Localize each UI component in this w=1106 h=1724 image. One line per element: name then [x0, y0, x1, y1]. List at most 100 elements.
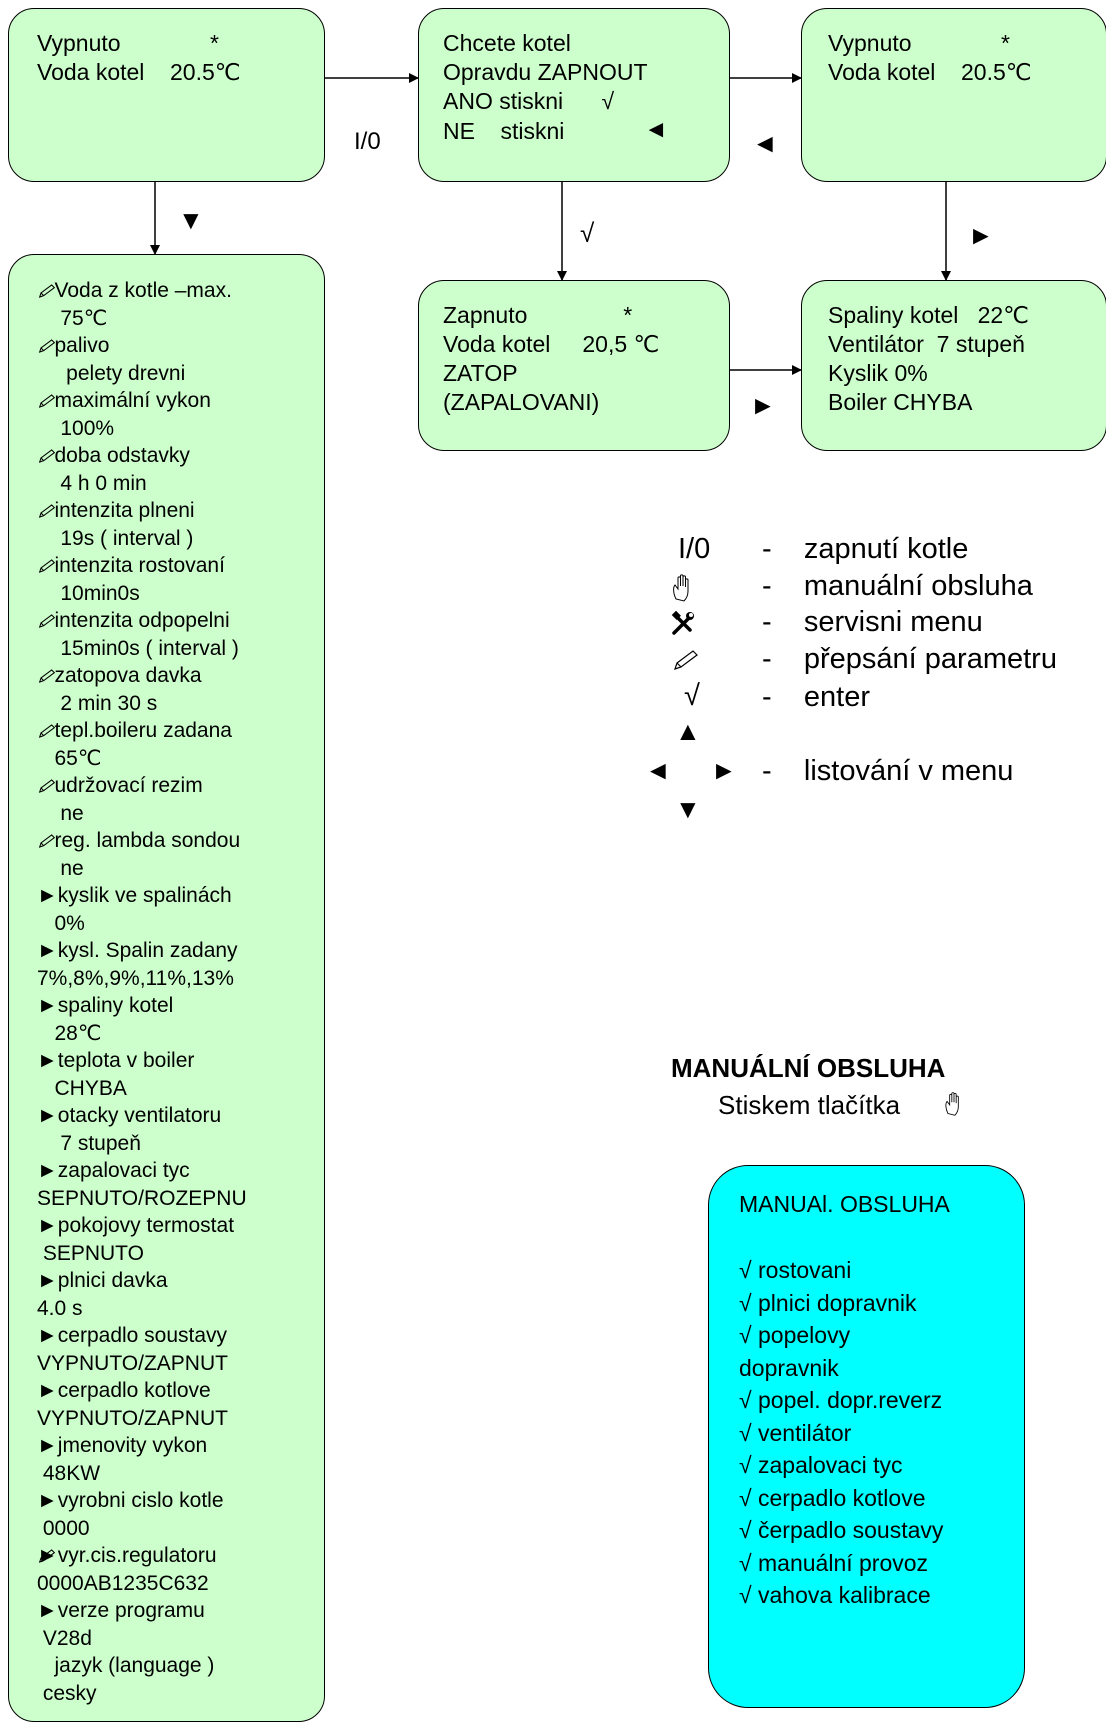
menu-item-label: intenzita rostovaní — [37, 554, 225, 577]
menu-item: intenzita rostovaní — [37, 552, 247, 580]
box-line: Ventilátor 7 stupeň — [828, 331, 1025, 357]
box-line: Chcete kotel — [443, 30, 571, 56]
menu-item: ►otacky ventilatoru — [37, 1102, 247, 1130]
menu-item-label: udržovací rezim — [37, 774, 203, 797]
menu-item: ►vyr.cis.regulatoru — [37, 1542, 247, 1570]
right-arrow-icon: ► — [750, 390, 776, 420]
menu-item-label: ►kysl. Spalin zadany — [37, 939, 238, 962]
tools-icon — [670, 609, 698, 642]
pencil-icon — [672, 648, 700, 677]
menu-item-label: ►cerpadlo soustavy — [37, 1324, 228, 1347]
menu-item-label: 19s ( interval ) — [37, 526, 194, 550]
menu-item: 100% — [37, 415, 247, 443]
legend-text: - zapnutí kotle — [762, 533, 969, 565]
menu-item: tepl.boileru zadana — [37, 717, 247, 745]
menu-item-label: CHYBA — [37, 1076, 127, 1100]
menu-item: 7%,8%,9%,11%,13% — [37, 965, 247, 993]
menu-item-label: ►pokojovy termostat — [37, 1214, 235, 1237]
menu-item: palivo — [37, 332, 247, 360]
menu-item-label: ►plnici davka — [37, 1269, 168, 1292]
menu-item: 19s ( interval ) — [37, 525, 247, 553]
legend-symbol-io: I/0 — [678, 533, 711, 565]
menu-item: maximální vykon — [37, 387, 247, 415]
box-line: ANO stiskni √ — [443, 88, 615, 114]
menu-item-label: V28d — [37, 1626, 92, 1650]
menu-item: 2 min 30 s — [37, 690, 247, 718]
menu-item-label: 7 stupeň — [37, 1131, 141, 1155]
menu-item: ne — [37, 800, 247, 828]
menu-item: zatopova davka — [37, 662, 247, 690]
menu-item-label: intenzita odpopelni — [37, 609, 230, 632]
hand-icon — [941, 1090, 967, 1123]
box-line: Voda kotel 20.5℃ — [828, 59, 1032, 85]
left-arrow-icon: ◄ — [645, 755, 671, 785]
menu-item: 15min0s ( interval ) — [37, 635, 247, 663]
state-box-on: Zapnuto * Voda kotel 20,5 ℃ ZATOP (ZAPAL… — [418, 280, 730, 451]
menu-item-label: 0% — [37, 911, 85, 935]
legend-text: - manuální obsluha — [762, 570, 1033, 602]
menu-item: 0000 — [37, 1515, 247, 1543]
down-arrow-icon: ▼ — [675, 794, 701, 824]
menu-item-label: Voda z kotle –max. — [37, 279, 232, 302]
menu-item-label: VYPNUTO/ZAPNUT — [37, 1351, 228, 1375]
menu-item-label: 100% — [37, 416, 115, 440]
menu-item-label: palivo — [37, 334, 110, 357]
menu-item-label: ►cerpadlo kotlove — [37, 1379, 211, 1402]
menu-item: ►pokojovy termostat — [37, 1212, 247, 1240]
menu-item-label: 7%,8%,9%,11%,13% — [37, 966, 234, 990]
menu-item: 0000AB1235C632 — [37, 1570, 247, 1598]
manual-box-title: MANUAl. OBSLUHA — [739, 1191, 950, 1217]
menu-item-label: ►zapalovaci tyc — [37, 1159, 190, 1182]
menu-item-label: 4 h 0 min — [37, 471, 147, 495]
state-box-off-right: Vypnuto * Voda kotel 20.5℃ — [801, 8, 1106, 182]
menu-item-label: ne — [37, 801, 84, 825]
menu-item-label: ►jmenovity vykon — [37, 1434, 208, 1457]
menu-item: ►spaliny kotel — [37, 992, 247, 1020]
menu-item: jazyk (language ) — [37, 1652, 247, 1680]
box-line: Boiler CHYBA — [828, 389, 973, 415]
down-arrow-icon: ▼ — [178, 205, 204, 235]
menu-item-label: 0000AB1235C632 — [37, 1571, 209, 1595]
menu-item: V28d — [37, 1625, 247, 1653]
box-line: (ZAPALOVANI) — [443, 389, 600, 415]
manual-list-item: √ popel. dopr.reverz — [739, 1387, 943, 1413]
menu-item-label: pelety drevni — [37, 361, 186, 385]
menu-item-label: ►verze programu — [37, 1599, 205, 1622]
menu-item-label: VYPNUTO/ZAPNUT — [37, 1406, 228, 1430]
box-line: Vypnuto * — [828, 30, 1010, 56]
menu-item-label: ►spaliny kotel — [37, 994, 174, 1017]
menu-item-label: ►kyslik ve spalinách — [37, 884, 232, 907]
menu-item: ►vyrobni cislo kotle — [37, 1487, 247, 1515]
menu-item-label: 4.0 s — [37, 1296, 83, 1320]
right-arrow-icon: ► — [711, 755, 737, 785]
menu-item-label: 75℃ — [37, 306, 108, 330]
state-box-confirm: Chcete kotel Opravdu ZAPNOUT ANO stiskni… — [418, 8, 730, 182]
menu-item: 4 h 0 min — [37, 470, 247, 498]
menu-list: Voda z kotle –max. 75℃ palivo pelety dre… — [37, 277, 247, 1707]
menu-item: 65℃ — [37, 745, 247, 773]
legend-symbol-enter: √ — [684, 680, 700, 712]
box-line: Vypnuto * — [37, 30, 219, 56]
legend-text: - enter — [762, 681, 870, 713]
box-line: Kyslik 0% — [828, 360, 928, 386]
menu-box: Voda z kotle –max. 75℃ palivo pelety dre… — [8, 254, 325, 1722]
menu-item-label: cesky — [37, 1681, 97, 1705]
menu-item: ►jmenovity vykon — [37, 1432, 247, 1460]
menu-item: Voda z kotle –max. — [37, 277, 247, 305]
menu-item-label: 65℃ — [37, 746, 102, 770]
menu-item-label: tepl.boileru zadana — [37, 719, 232, 742]
menu-item: ►kysl. Spalin zadany — [37, 937, 247, 965]
manual-list-item: √ zapalovaci tyc — [739, 1452, 903, 1478]
menu-item: ne — [37, 855, 247, 883]
manual-list-item: √ manuální provoz — [739, 1549, 929, 1576]
state-box-off-left: Vypnuto * Voda kotel 20.5℃ — [8, 8, 325, 182]
enter-label: √ — [580, 218, 595, 248]
manual-heading: MANUÁLNÍ OBSLUHA — [671, 1053, 946, 1083]
box-line: Spaliny kotel 22℃ — [828, 302, 1029, 328]
menu-item-label: SEPNUTO — [37, 1241, 144, 1265]
manual-list-item: dopravnik — [739, 1354, 839, 1381]
menu-item-label: intenzita plneni — [37, 499, 195, 522]
box-line: ZATOP — [443, 360, 518, 386]
manual-list-item: √ čerpadlo soustavy — [739, 1517, 944, 1543]
menu-item: udržovací rezim — [37, 772, 247, 800]
